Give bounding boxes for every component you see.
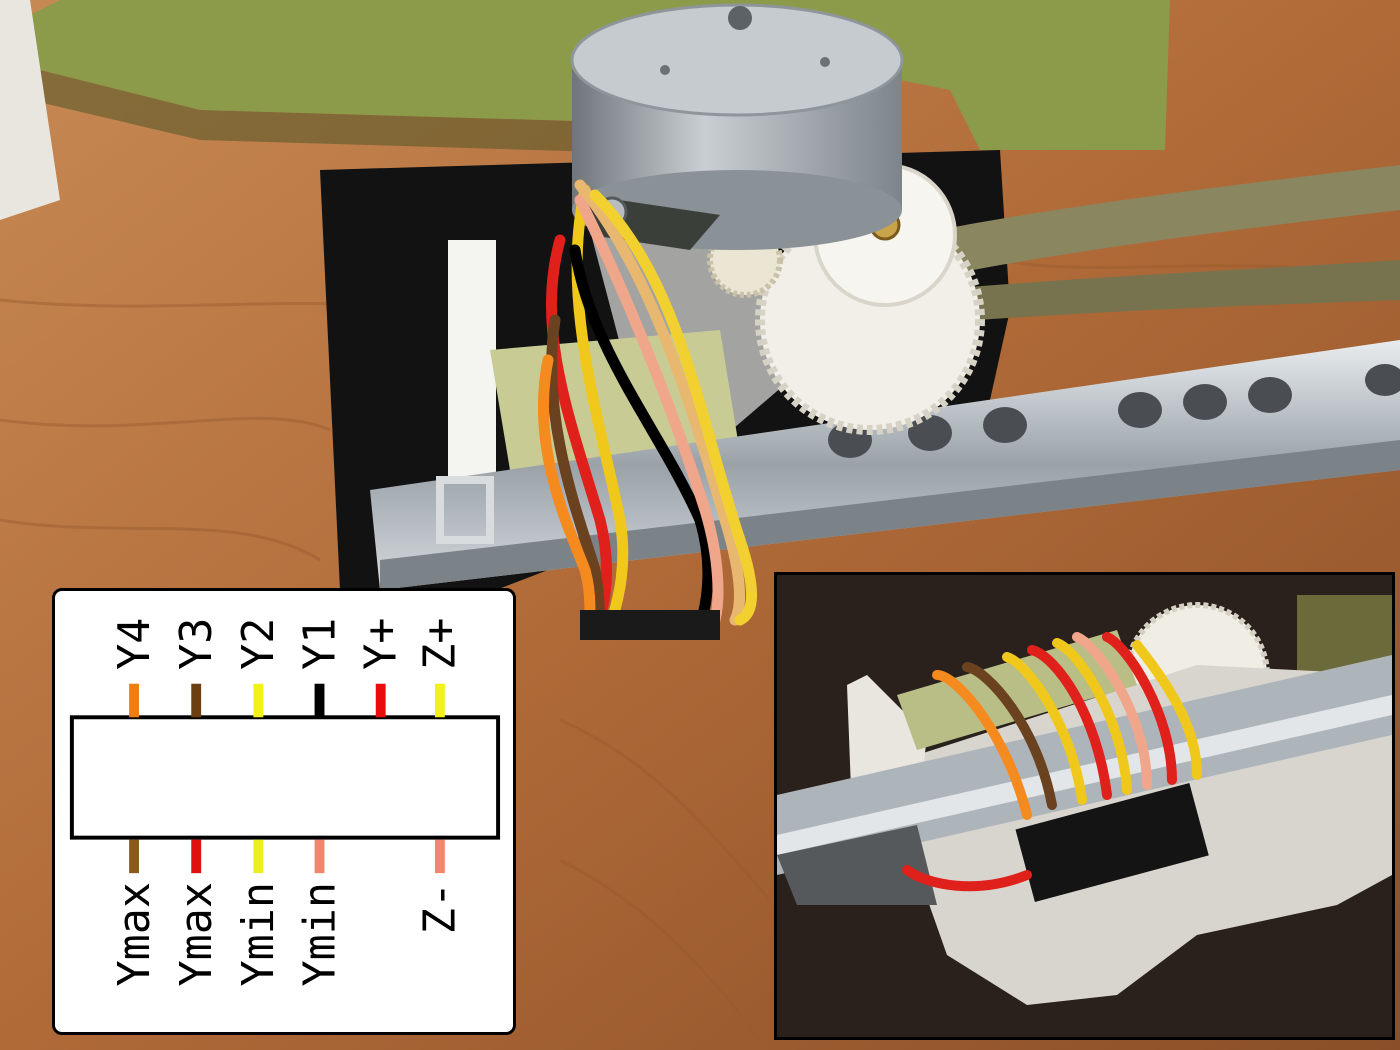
bottom-pin-3 bbox=[253, 839, 264, 874]
inset-wires bbox=[902, 632, 1202, 892]
inset-connector bbox=[1015, 782, 1209, 902]
motor-top bbox=[570, 3, 904, 117]
bottom-pin-label-1: Ymax bbox=[110, 882, 160, 987]
top-pin-label-4: Y1 bbox=[295, 618, 345, 670]
inset-photo-image bbox=[777, 575, 1392, 1037]
bottom-pin-6 bbox=[434, 839, 445, 874]
wire-bundle bbox=[537, 179, 758, 636]
top-pin-4 bbox=[314, 683, 325, 718]
bottom-pin-label-3: Ymin bbox=[234, 882, 284, 987]
rail-clip bbox=[436, 476, 494, 544]
bottom-pin-label-4: Ymin bbox=[295, 882, 345, 987]
connector-pins bbox=[580, 610, 720, 640]
top-pin-label-3: Y2 bbox=[234, 618, 284, 670]
top-pin-5 bbox=[375, 683, 386, 718]
top-pin-1 bbox=[129, 683, 139, 718]
rail-lower bbox=[380, 440, 1400, 590]
top-pin-6 bbox=[434, 683, 445, 718]
bottom-pin-2 bbox=[191, 839, 202, 874]
connector-body bbox=[69, 715, 501, 840]
bottom-pin-label-6: Z- bbox=[416, 882, 466, 934]
bottom-pin-4 bbox=[314, 839, 325, 874]
top-pin-label-1: Y4 bbox=[110, 618, 160, 670]
bottom-pin-label-2: Ymax bbox=[172, 882, 222, 987]
top-pin-label-6: Z+ bbox=[416, 618, 466, 670]
bottom-pin-1 bbox=[129, 839, 139, 874]
top-pin-3 bbox=[253, 683, 264, 718]
top-pin-2 bbox=[191, 683, 202, 718]
white-post bbox=[448, 240, 496, 480]
white-block bbox=[0, 0, 60, 220]
top-pin-label-2: Y3 bbox=[172, 618, 222, 670]
top-pin-label-5: Y+ bbox=[356, 618, 406, 670]
motor-shaft bbox=[728, 6, 752, 30]
inset-photo bbox=[774, 572, 1395, 1040]
